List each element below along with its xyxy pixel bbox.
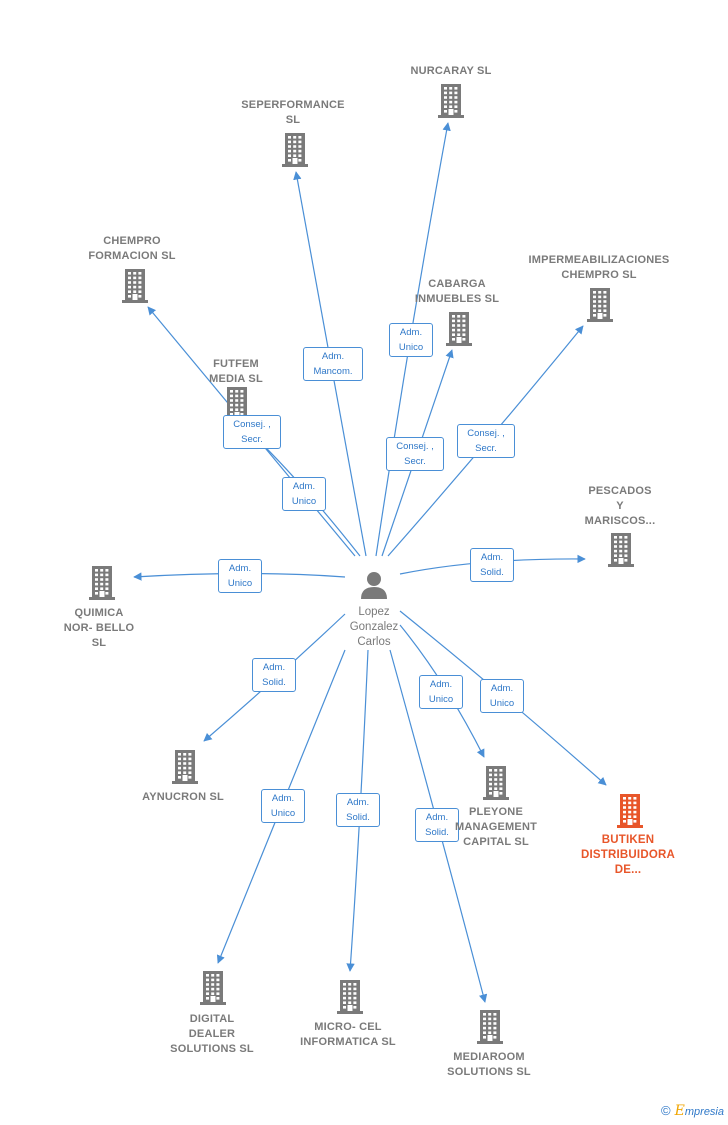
node-label-mediaroom[interactable]: MEDIAROOM SOLUTIONS SL bbox=[447, 1051, 531, 1078]
person-name[interactable]: Lopez Gonzalez Carlos bbox=[349, 606, 399, 648]
node-label-impermeabilizaciones[interactable]: IMPERMEABILIZACIONES CHEMPRO SL bbox=[528, 254, 670, 281]
node-label-chempro-formacion[interactable]: CHEMPRO FORMACION SL bbox=[88, 235, 176, 262]
building-icon-digital[interactable] bbox=[200, 971, 226, 1005]
node-label-digital[interactable]: DIGITAL DEALER SOLUTIONS SL bbox=[170, 1013, 254, 1055]
brand-initial: E bbox=[674, 1103, 685, 1119]
node-label-pleyone[interactable]: PLEYONE MANAGEMENT CAPITAL SL bbox=[454, 806, 538, 848]
node-label-futfem[interactable]: FUTFEM MEDIA SL bbox=[209, 358, 263, 385]
brand-name: mpresia bbox=[684, 1106, 724, 1118]
edge-label-pleyone[interactable]: Adm. Unico bbox=[419, 675, 463, 709]
building-icon-nurcaray[interactable] bbox=[438, 84, 464, 118]
node-label-aynucron[interactable]: AYNUCRON SL bbox=[142, 791, 224, 803]
edge-label-pescados[interactable]: Adm. Solid. bbox=[470, 548, 514, 582]
edge-label-digital[interactable]: Adm. Unico bbox=[261, 789, 305, 823]
copyright-symbol: © bbox=[661, 1103, 671, 1118]
building-icon-butiken[interactable] bbox=[617, 794, 643, 828]
building-icon-chempro-formacion[interactable] bbox=[122, 269, 148, 303]
node-label-cabarga[interactable]: CABARGA INMUEBLES SL bbox=[414, 278, 500, 305]
edge-label-nurcaray[interactable]: Adm. Unico bbox=[389, 323, 433, 357]
edge-label-aynucron[interactable]: Adm. Solid. bbox=[252, 658, 296, 692]
edge-label-seperformance[interactable]: Adm. Mancom. bbox=[303, 347, 363, 381]
node-label-seperformance[interactable]: SEPERFORMANCE SL bbox=[241, 99, 345, 126]
building-icon-aynucron[interactable] bbox=[172, 750, 198, 784]
edge-label-cabarga[interactable]: Consej. , Secr. bbox=[386, 437, 444, 471]
icons-layer bbox=[89, 84, 643, 1044]
edge-label-butiken[interactable]: Adm. Unico bbox=[480, 679, 524, 713]
edge-label-chempro-formacion[interactable]: Consej. , Secr. bbox=[223, 415, 281, 449]
edge-label-mediaroom[interactable]: Adm. Solid. bbox=[415, 808, 459, 842]
building-icon-seperformance[interactable] bbox=[282, 133, 308, 167]
building-icon-microcel[interactable] bbox=[337, 980, 363, 1014]
building-icon-cabarga[interactable] bbox=[446, 312, 472, 346]
node-label-microcel[interactable]: MICRO- CEL INFORMATICA SL bbox=[300, 1021, 396, 1048]
edge-label-impermeabilizaciones[interactable]: Consej. , Secr. bbox=[457, 424, 515, 458]
building-icon-pescados[interactable] bbox=[608, 533, 634, 567]
node-label-nurcaray[interactable]: NURCARAY SL bbox=[410, 65, 492, 77]
edge-label-quimica[interactable]: Adm. Unico bbox=[218, 559, 262, 593]
node-label-quimica[interactable]: QUIMICA NOR- BELLO SL bbox=[63, 607, 135, 649]
node-label-pescados[interactable]: PESCADOS Y MARISCOS... bbox=[584, 485, 656, 527]
person-icon[interactable] bbox=[361, 572, 387, 599]
building-icon-mediaroom[interactable] bbox=[477, 1010, 503, 1044]
edge-label-futfem[interactable]: Adm. Unico bbox=[282, 477, 326, 511]
edge-label-microcel[interactable]: Adm. Solid. bbox=[336, 793, 380, 827]
node-label-butiken[interactable]: BUTIKEN DISTRIBUIDORA DE... bbox=[581, 834, 675, 876]
copyright[interactable]: ©Empresia bbox=[661, 1103, 724, 1119]
building-icon-impermeabilizaciones[interactable] bbox=[587, 288, 613, 322]
building-icon-pleyone[interactable] bbox=[483, 766, 509, 800]
building-icon-futfem[interactable] bbox=[224, 387, 250, 421]
building-icon-quimica[interactable] bbox=[89, 566, 115, 600]
